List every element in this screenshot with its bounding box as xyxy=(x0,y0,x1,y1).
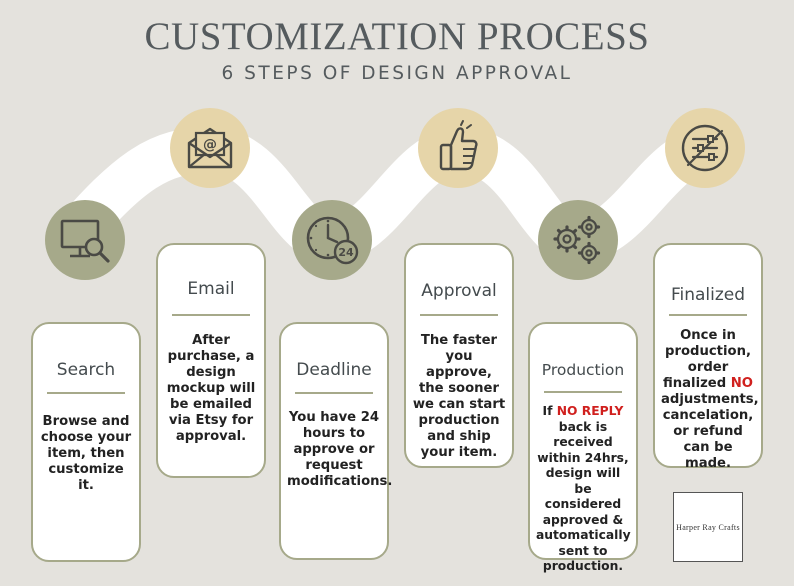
description-prefix: If xyxy=(542,404,557,418)
card-divider xyxy=(544,391,622,393)
card-divider xyxy=(420,314,498,316)
step-card-finalized: Finalized Once in production, order fina… xyxy=(653,243,763,471)
card-divider xyxy=(669,314,747,316)
step-title: Deadline xyxy=(296,360,372,380)
page-title: CUSTOMIZATION PROCESS xyxy=(144,15,650,58)
step-card-search: Search Browse and choose your item, then… xyxy=(31,322,141,562)
svg-text:@: @ xyxy=(203,137,217,153)
email-icon: @ xyxy=(187,127,233,169)
step-title: Finalized xyxy=(670,285,746,305)
card-divider xyxy=(295,392,373,394)
svg-text:24: 24 xyxy=(338,246,354,259)
step-title: Search xyxy=(56,360,116,380)
step-description: The faster you approve, the sooner we ca… xyxy=(412,333,506,460)
step-card-approval: Approval The faster you approve, the soo… xyxy=(404,243,514,468)
description-suffix: back is received within 24hrs, design wi… xyxy=(536,419,631,574)
step-2-icon-circle: @ xyxy=(170,108,250,188)
step-card-email: Email After purchase, a design mockup wi… xyxy=(156,243,266,478)
step-4-icon-circle xyxy=(418,108,498,188)
step-description: Once in production, order finalized NO a… xyxy=(661,328,759,472)
card-divider xyxy=(172,314,250,316)
step-1-icon-circle xyxy=(45,200,125,280)
step-6-icon-circle xyxy=(665,108,745,188)
step-5-icon-circle xyxy=(538,200,618,280)
no-adjustments-icon xyxy=(681,124,729,172)
step-card-production: Production If NO REPLY back is received … xyxy=(528,322,638,573)
step-card-deadline: Deadline You have 24 hours to approve or… xyxy=(279,322,393,560)
thumbs-up-icon xyxy=(439,120,478,171)
brand-name: Harper Ray Crafts xyxy=(676,522,740,532)
step-description: You have 24 hours to approve or request … xyxy=(287,410,393,489)
step-3-icon-circle: 24 xyxy=(292,200,372,280)
clock-24-icon: 24 xyxy=(306,216,359,265)
description-suffix: adjustments, cancelation, or refund can … xyxy=(661,392,759,471)
monitor-search-icon xyxy=(60,219,110,263)
step-description: Browse and choose your item, then custom… xyxy=(40,414,132,493)
step-title: Approval xyxy=(421,281,497,301)
page-subtitle: 6 STEPS OF DESIGN APPROVAL xyxy=(221,63,573,84)
highlight-text: NO REPLY xyxy=(556,404,624,418)
gears-icon xyxy=(553,215,601,265)
step-title: Email xyxy=(187,279,235,299)
description-prefix: Once in production, order finalized xyxy=(662,328,751,391)
step-description: If NO REPLY back is received within 24hr… xyxy=(536,404,631,575)
step-title: Production xyxy=(541,361,625,379)
brand-logo: Harper Ray Crafts xyxy=(673,492,743,562)
card-divider xyxy=(47,392,125,394)
highlight-text: NO xyxy=(730,376,753,391)
step-description: After purchase, a design mockup will be … xyxy=(166,333,256,444)
